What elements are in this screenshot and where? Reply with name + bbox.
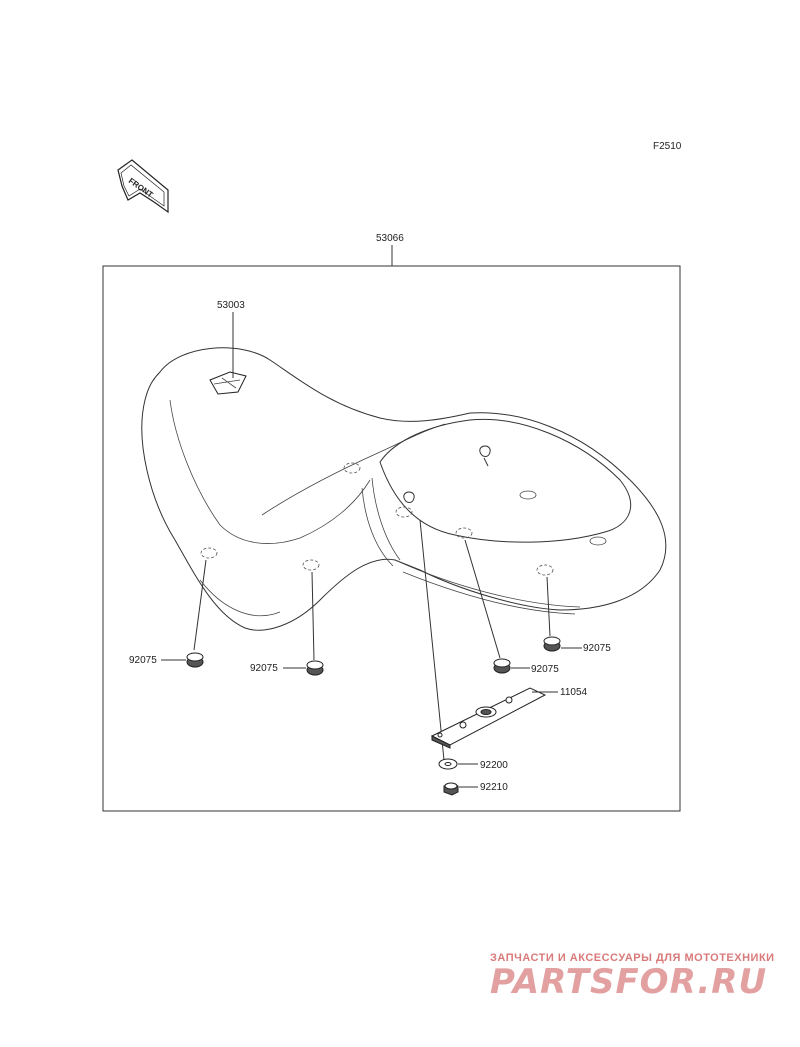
callout-92200: 92200 xyxy=(480,760,508,771)
callout-92075-b: 92075 xyxy=(250,663,278,674)
callout-92075-a: 92075 xyxy=(129,655,157,666)
callout-53003: 53003 xyxy=(217,300,245,311)
seat-drawing xyxy=(141,347,667,631)
bracket-part xyxy=(430,687,547,749)
callout-11054: 11054 xyxy=(560,687,588,698)
callout-92075-c: 92075 xyxy=(531,664,559,675)
damper-left-rear xyxy=(306,660,324,676)
watermark-caption: ЗАПЧАСТИ И АКСЕССУАРЫ ДЛЯ МОТОТЕХНИКИ xyxy=(490,952,775,964)
damper-right-rear xyxy=(543,636,561,652)
seat-assembly-frame xyxy=(102,265,681,812)
front-arrow-icon: FRONT xyxy=(117,159,169,214)
damper-left-front xyxy=(186,652,204,668)
nut-part xyxy=(443,782,459,796)
diagram-code: F2510 xyxy=(653,141,682,152)
washer-part xyxy=(438,758,458,770)
damper-right-center xyxy=(493,658,511,674)
callout-92210: 92210 xyxy=(480,782,508,793)
callout-53066: 53066 xyxy=(376,233,404,244)
callout-92075-d: 92075 xyxy=(583,643,611,654)
watermark-logo: PARTSFOR.RU xyxy=(490,962,768,1002)
